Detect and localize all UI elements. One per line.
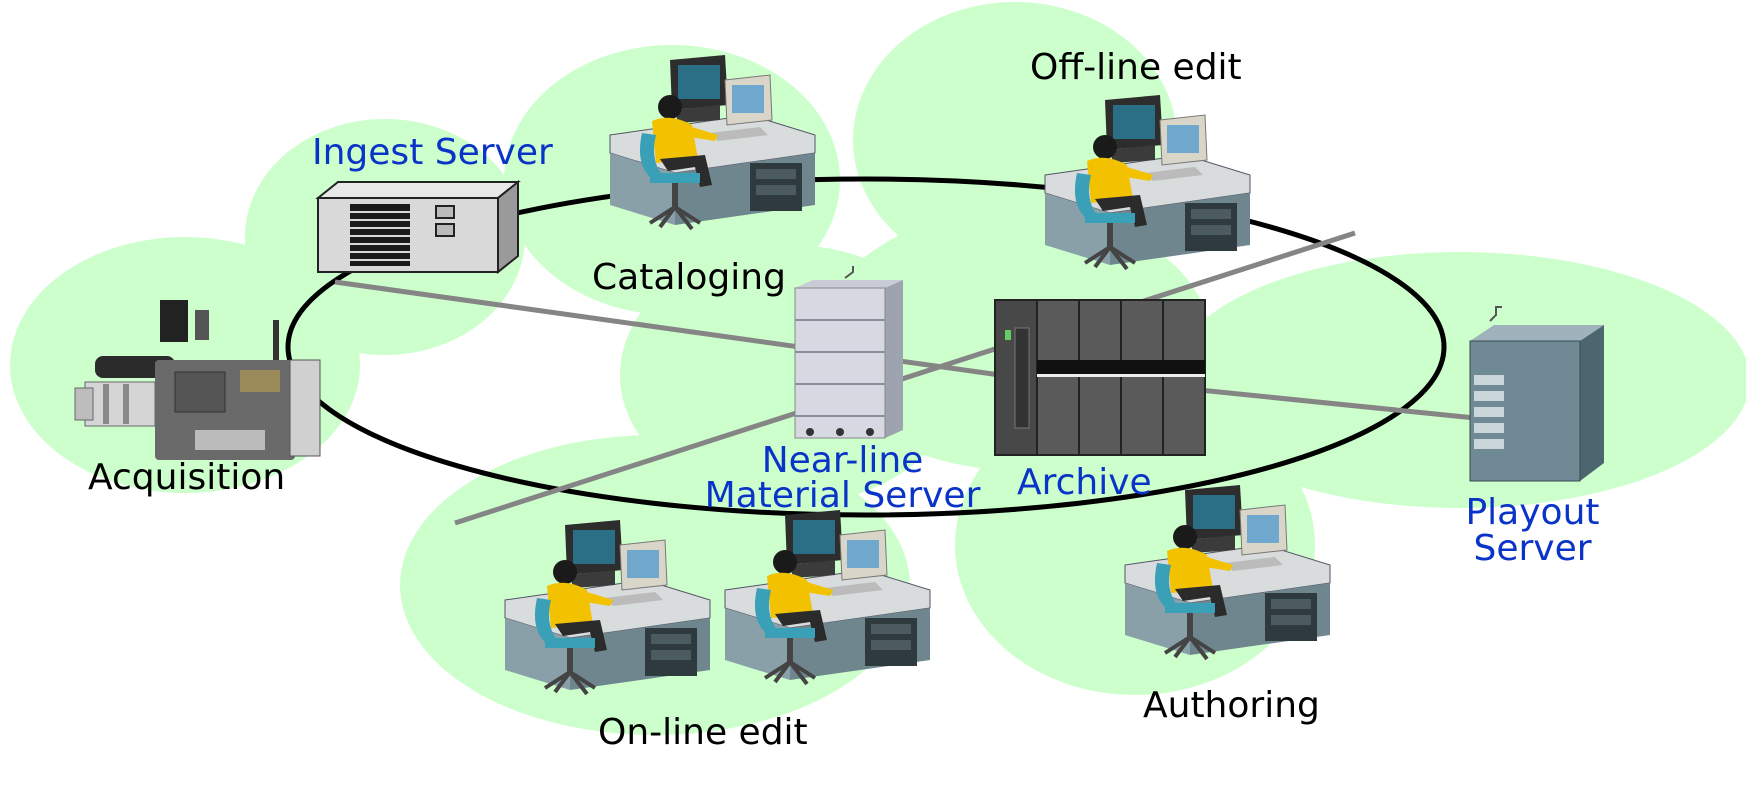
ingest-server-label: Ingest Server: [312, 132, 553, 173]
ingest-server-icon: [315, 179, 521, 275]
playout-label-line1: Playout: [1465, 492, 1600, 533]
tape-library-icon: [994, 299, 1206, 456]
nearline-label-line1: Near-line: [761, 440, 924, 481]
cataloging-label: Cataloging: [592, 257, 786, 298]
video-camera-icon: [74, 300, 321, 460]
archive-label: Archive: [1017, 462, 1152, 503]
online-edit-label: On-line edit: [598, 712, 808, 753]
authoring-label: Authoring: [1143, 685, 1320, 726]
offline-edit-label: Off-line edit: [1030, 47, 1242, 88]
network-ring: [285, 176, 1447, 518]
tower-server-icon: [1469, 306, 1604, 482]
nearline-label-line2: Material Server: [704, 475, 981, 516]
storage-server-icon: [794, 266, 903, 439]
playout-label-line2: Server: [1473, 528, 1592, 569]
acquisition-label: Acquisition: [88, 457, 286, 498]
